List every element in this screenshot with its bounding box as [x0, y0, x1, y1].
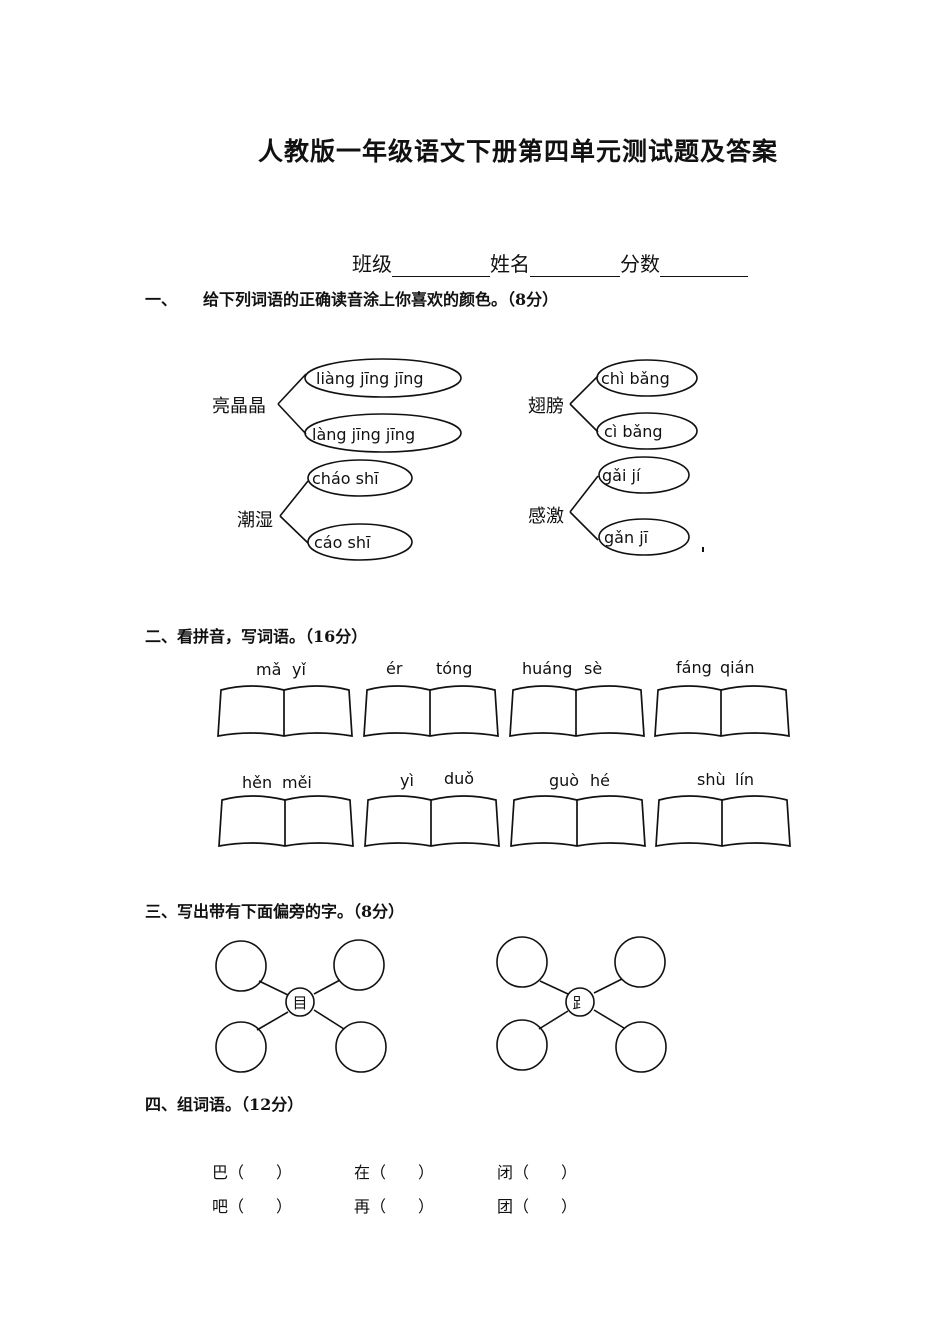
word-blank[interactable]: 巴（ ）: [212, 1163, 293, 1182]
pinyin: huáng: [522, 659, 572, 678]
answer-circle[interactable]: [215, 1021, 267, 1073]
section1-text: 给下列词语的正确读音涂上你喜欢的颜色。（8分）: [203, 290, 559, 309]
section3-heading: 三、写出带有下面偏旁的字。（8分）: [145, 902, 405, 921]
name-label: 姓名: [490, 252, 530, 276]
word-label: 潮湿: [237, 510, 273, 531]
section1-number: 一、: [145, 290, 178, 309]
word-blank[interactable]: 闭（ ）: [497, 1163, 578, 1182]
pinyin: mǎ: [256, 660, 281, 679]
branch-lines: [277, 373, 307, 435]
option-oval[interactable]: [598, 518, 690, 556]
page-title: 人教版一年级语文下册第四单元测试题及答案: [257, 137, 778, 166]
option-text: gǎi jí: [602, 466, 641, 485]
option-oval[interactable]: [596, 412, 698, 450]
option-text: liàng jīng jīng: [316, 369, 424, 388]
pinyin: duǒ: [444, 769, 474, 788]
pinyin: sè: [584, 659, 602, 678]
pinyin: měi: [282, 773, 312, 792]
class-label: 班级: [352, 252, 392, 276]
option-oval[interactable]: [304, 413, 462, 453]
name-blank[interactable]: [530, 254, 620, 277]
pinyin: qián: [720, 658, 755, 677]
option-text: làng jīng jīng: [312, 425, 415, 444]
radical-center: [285, 987, 315, 1017]
option-oval[interactable]: [598, 456, 690, 494]
option-text: cì bǎng: [604, 422, 663, 441]
word-label: 亮晶晶: [212, 396, 266, 417]
option-text: chì bǎng: [601, 369, 670, 388]
branch-lines: [569, 475, 599, 541]
pinyin: guò: [549, 771, 579, 790]
option-text: cháo shī: [312, 469, 379, 488]
answer-circle[interactable]: [335, 1021, 387, 1073]
answer-circle[interactable]: [615, 1021, 667, 1073]
word-blank[interactable]: 再（ ）: [354, 1197, 435, 1216]
option-text: cáo shī: [314, 533, 371, 552]
radical-label: 目: [292, 994, 307, 1012]
option-oval[interactable]: [596, 359, 698, 397]
answer-circle[interactable]: [215, 940, 267, 992]
pinyin: yì: [400, 771, 414, 790]
pinyin: hé: [590, 771, 610, 790]
score-label: 分数: [620, 252, 660, 276]
word-label: 感激: [528, 506, 564, 527]
radical-center: [565, 987, 595, 1017]
option-oval[interactable]: [304, 358, 462, 398]
student-info: 班级 姓名 分数: [352, 248, 748, 277]
pinyin: yǐ: [292, 660, 306, 679]
section4-heading: 四、组词语。（12分）: [145, 1095, 304, 1114]
section1-heading: 一、 给下列词语的正确读音涂上你喜欢的颜色。（8分）: [145, 286, 558, 310]
radical-label: 𧾷: [572, 994, 587, 1012]
branch-lines: [569, 375, 599, 433]
answer-circle[interactable]: [333, 939, 385, 991]
score-blank[interactable]: [660, 254, 748, 277]
branch-lines: [279, 480, 309, 544]
section2-heading: 二、看拼音，写词语。（16分）: [145, 627, 368, 646]
answer-circle[interactable]: [614, 936, 666, 988]
pinyin: fáng: [676, 658, 712, 677]
word-blank[interactable]: 在（ ）: [354, 1163, 435, 1182]
pinyin: hěn: [242, 773, 272, 792]
option-text: gǎn jī: [604, 528, 649, 547]
option-oval[interactable]: [307, 523, 413, 561]
answer-circle[interactable]: [496, 936, 548, 988]
word-label: 翅膀: [528, 396, 564, 417]
word-blank[interactable]: 团（ ）: [497, 1197, 578, 1216]
word-blank[interactable]: 吧（ ）: [212, 1197, 293, 1216]
class-blank[interactable]: [392, 254, 490, 277]
pinyin: tóng: [436, 659, 472, 678]
option-oval[interactable]: [307, 459, 413, 497]
pinyin: ér: [386, 659, 403, 678]
pinyin: lín: [735, 770, 754, 789]
pinyin: shù: [697, 770, 726, 789]
answer-circle[interactable]: [496, 1019, 548, 1071]
